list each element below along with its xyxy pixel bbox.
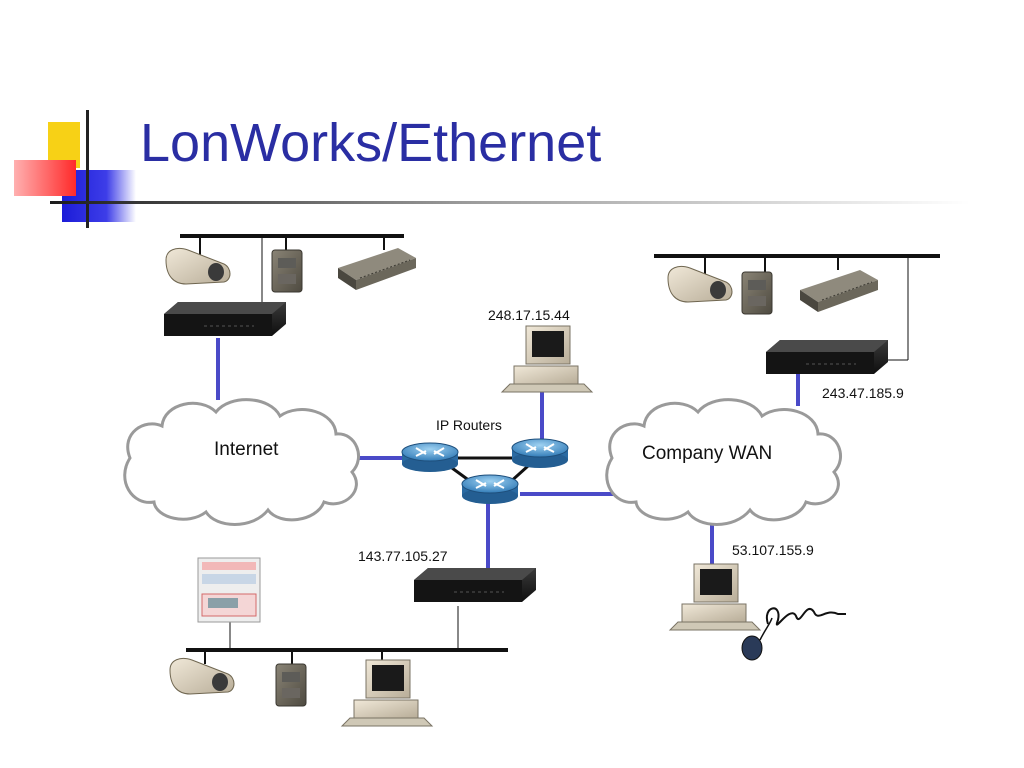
- ip-address-bottom-gateway: 143.77.105.27: [358, 548, 448, 564]
- pc-right: [669, 563, 761, 631]
- title-underline: [50, 201, 970, 204]
- pc-bottom: [341, 659, 433, 727]
- accent-vertical-line: [86, 110, 89, 228]
- router-right: [511, 438, 569, 469]
- gateway-bottom: [413, 567, 537, 603]
- gateway-top-left: [163, 301, 287, 337]
- ip-address-top-pc: 248.17.15.44: [488, 307, 570, 323]
- sensor-device-top-right: [667, 265, 733, 303]
- gateway-top-right: [765, 339, 889, 375]
- module-device-bottom: [275, 663, 307, 707]
- router-left: [401, 442, 459, 473]
- accent-red-square: [14, 160, 76, 196]
- router-bottom: [461, 474, 519, 505]
- ip-routers-label: IP Routers: [436, 417, 502, 433]
- internet-label: Internet: [214, 439, 279, 460]
- signature-pad-graphic: [741, 607, 846, 661]
- company-wan-label: Company WAN: [642, 443, 773, 464]
- module-device-top-right: [741, 271, 773, 315]
- pc-top: [501, 325, 593, 393]
- controller-device-top-right: [799, 269, 879, 313]
- ip-links: [216, 338, 800, 568]
- internet-cloud: [123, 398, 361, 526]
- ip-address-right-pc: 53.107.155.9: [732, 542, 814, 558]
- module-device-top-left: [271, 249, 303, 293]
- title-accent-graphic: [14, 110, 970, 228]
- page-title: LonWorks/Ethernet: [140, 113, 602, 173]
- panel-device-bottom: [197, 557, 261, 623]
- sensor-device-bottom: [169, 657, 235, 695]
- controller-device-top-left: [337, 247, 417, 291]
- ip-address-right-gateway: 243.47.185.9: [822, 385, 904, 401]
- sensor-device-top-left: [165, 247, 231, 285]
